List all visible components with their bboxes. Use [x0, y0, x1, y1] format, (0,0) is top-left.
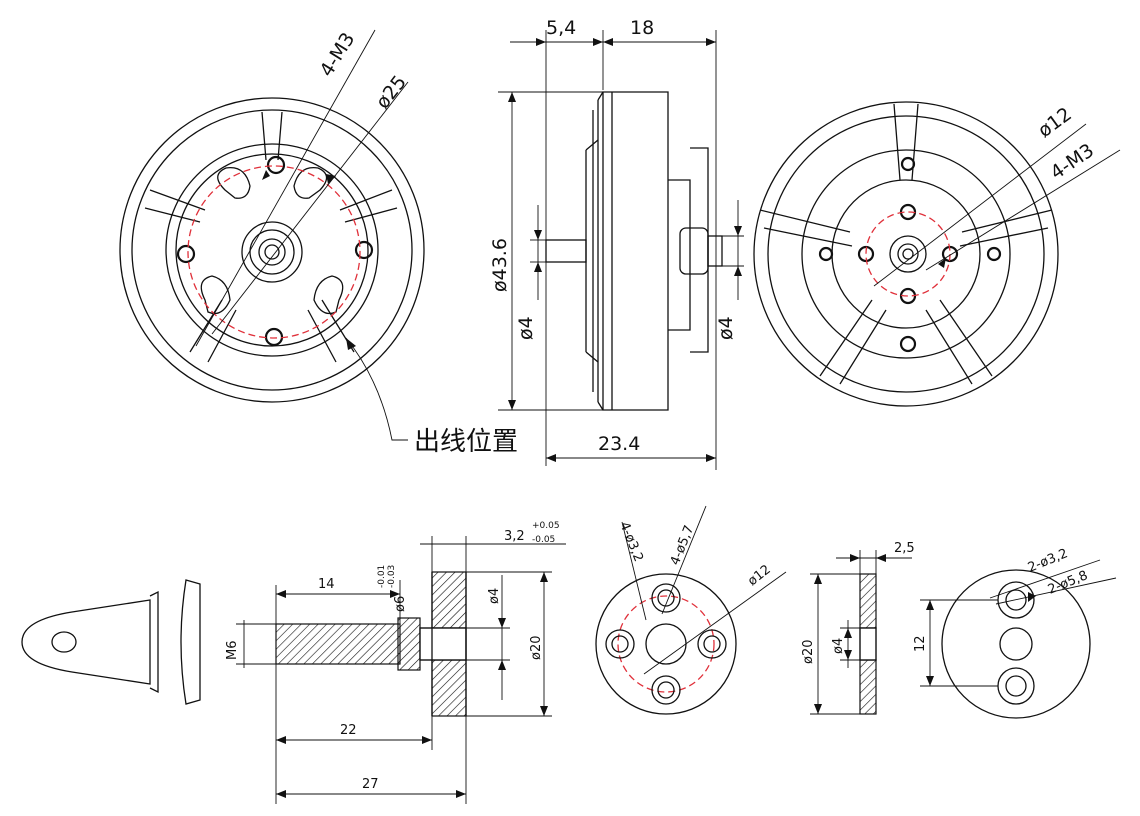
- prop-cone: [21, 579, 201, 705]
- thin-plate: 2,5 ø20 ø4: [801, 541, 915, 715]
- label-adapter-14: 14: [318, 577, 335, 592]
- front-slots: [200, 166, 344, 315]
- label-flange-d12: ø12: [745, 562, 774, 589]
- label-wire-exit: 出线位置: [414, 427, 518, 457]
- label-front-d25: ø25: [372, 71, 411, 113]
- label-plate-2-5: 2,5: [894, 541, 915, 556]
- label-disc-holes-a: 2-ø3,2: [1026, 546, 1070, 575]
- front-spokes: [144, 111, 398, 363]
- label-adapter-22: 22: [340, 723, 357, 738]
- label-back-m3: 4-M3: [1046, 139, 1098, 184]
- label-adapter-tol-plus: +0.05: [532, 521, 560, 531]
- label-front-m3: 4-M3: [316, 29, 360, 81]
- back-view: ø12 4-M3: [753, 101, 1121, 407]
- label-flange-holes-b: 4-ø5,7: [668, 523, 697, 567]
- label-adapter-d4: ø4: [487, 588, 502, 604]
- label-adapter-27: 27: [362, 777, 379, 792]
- label-side-d4-right: ø4: [715, 316, 737, 340]
- label-adapter-d6: ø6: [393, 596, 408, 612]
- label-plate-d4: ø4: [831, 638, 846, 654]
- label-adapter-tol-minus: -0.05: [532, 535, 555, 545]
- label-adapter-m6: M6: [225, 641, 240, 661]
- label-flange-holes-a: 4-ø3,2: [616, 520, 645, 564]
- label-side-23-4: 23.4: [598, 433, 640, 455]
- label-disc-holes-b: 2-ø5,8: [1046, 568, 1090, 597]
- label-side-d4-left: ø4: [515, 316, 537, 340]
- label-adapter-d6-minus: -0.03: [387, 565, 397, 588]
- label-adapter-d6-plus: -0.01: [377, 565, 387, 588]
- label-adapter-tol: 3,2: [504, 529, 525, 544]
- label-adapter-d20: ø20: [529, 636, 544, 661]
- flange-front: 4-ø3,2 4-ø5,7 ø12: [595, 505, 787, 715]
- label-disc-12: 12: [913, 635, 928, 652]
- label-side-18: 18: [630, 17, 654, 39]
- label-side-d43-6: ø43.6: [489, 238, 511, 292]
- disc-front: 2-ø3,2 2-ø5,8 12: [913, 546, 1117, 719]
- label-plate-d20: ø20: [801, 640, 816, 665]
- side-view: 5,4 18 ø43.6 ø4 ø4 23.4: [489, 17, 744, 470]
- label-side-5-4: 5,4: [546, 17, 576, 39]
- prop-adapter: 14 ø6 -0.01 -0.03 3,2 +0.05 -0.05 ø4 ø20…: [225, 521, 566, 804]
- front-view: 4-M3 ø25 出线位置: [119, 29, 518, 457]
